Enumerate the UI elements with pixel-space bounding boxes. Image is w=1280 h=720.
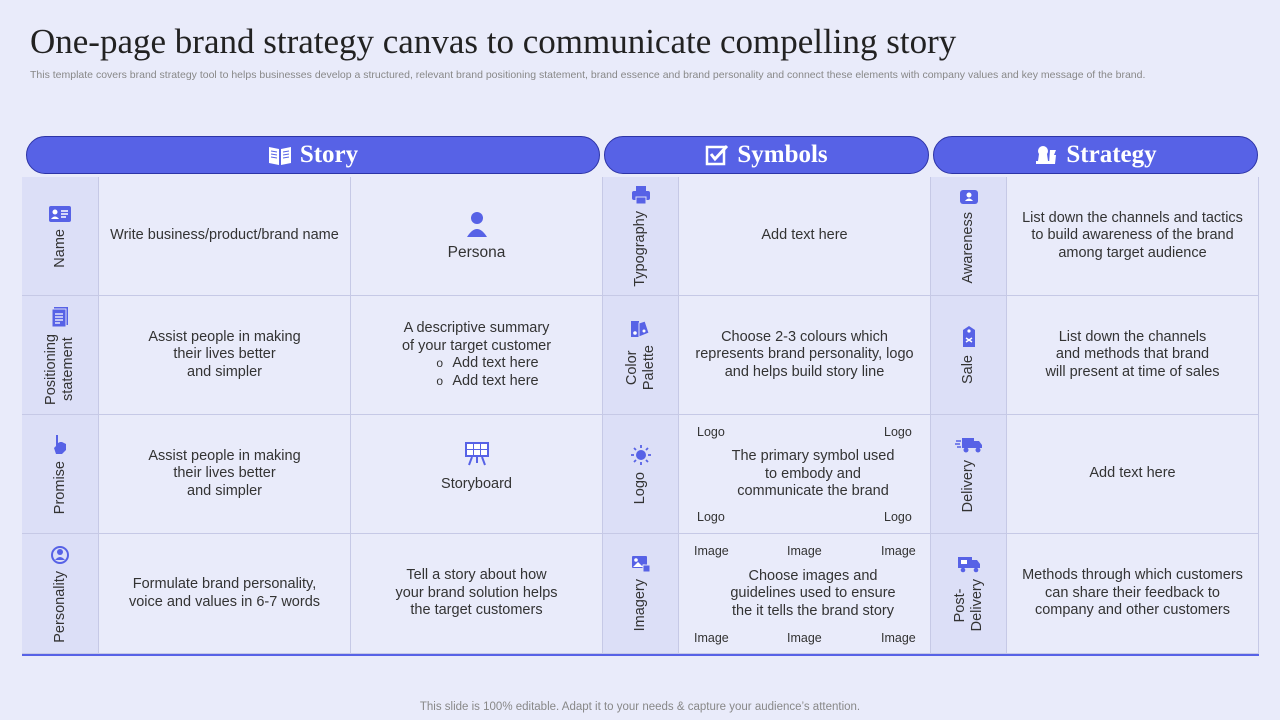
tag-icon	[962, 326, 975, 348]
hand-icon	[54, 435, 66, 455]
delivery-van-icon	[957, 557, 980, 573]
truck-icon	[954, 437, 982, 453]
imagery-cell: Image Image Image Choose images and guid…	[679, 534, 931, 654]
story-header: Story	[26, 136, 600, 174]
positioning-label: Positioning statement	[43, 333, 76, 405]
document-icon	[51, 306, 68, 328]
name-label: Name	[51, 228, 68, 268]
logo-corner-br: Logo	[884, 510, 912, 524]
target-customer-cell: A descriptive summary of your target cus…	[351, 296, 603, 415]
image-label-top-1: Image	[694, 544, 729, 558]
typography-text: Add text here	[679, 177, 931, 296]
imagery-label: Imagery	[632, 579, 648, 632]
promise-text: Assist people in making their lives bett…	[99, 415, 351, 534]
page-title: One-page brand strategy canvas to commun…	[30, 22, 957, 61]
persona-cell: Persona	[351, 177, 603, 296]
symbols-label-typography: Typography	[603, 177, 679, 296]
image-label-bottom-3: Image	[881, 631, 916, 645]
image-icon	[631, 556, 650, 573]
logo-corner-bl: Logo	[697, 510, 725, 524]
personality-text: Formulate brand personality, voice and v…	[99, 534, 351, 654]
logo-cell: Logo Logo The primary symbol used to emb…	[679, 415, 931, 534]
story-label-personality: Personality	[22, 534, 99, 654]
symbols-header: Symbols	[604, 136, 929, 174]
table-bottom-rule	[22, 654, 1259, 656]
typography-label: Typography	[632, 211, 648, 287]
logo-label: Logo	[632, 471, 648, 505]
footer-note: This slide is 100% editable. Adapt it to…	[419, 701, 861, 713]
logo-corner-tl: Logo	[697, 425, 725, 439]
story-tell-text: Tell a story about how your brand soluti…	[351, 534, 603, 654]
storyboard-icon	[464, 442, 489, 466]
logo-text: The primary symbol used to embody and co…	[731, 448, 895, 500]
color-palette-text: Choose 2-3 colours which represents bran…	[679, 296, 931, 415]
story-label-name: Name	[22, 177, 99, 296]
id-card-icon	[49, 205, 71, 222]
strategy-header-label: Strategy	[1066, 141, 1157, 168]
storyboard-cell: Storyboard	[351, 415, 603, 534]
awareness-text: List down the channels and tactics to bu…	[1007, 177, 1259, 296]
sale-label: Sale	[960, 355, 976, 385]
checkbox-icon	[706, 144, 729, 166]
symbols-label-logo: Logo	[603, 415, 679, 534]
target-customer-bullets: Add text here Add text here	[414, 355, 538, 390]
person-icon	[466, 212, 487, 238]
positioning-text: Assist people in making their lives bett…	[99, 296, 351, 415]
strategy-label-awareness: Awareness	[931, 177, 1007, 296]
awareness-label: Awareness	[960, 212, 976, 284]
image-label-top-3: Image	[881, 544, 916, 558]
personality-icon	[51, 545, 69, 564]
printer-icon	[631, 186, 650, 205]
post-delivery-label: Post- Delivery	[951, 579, 985, 632]
delivery-label: Delivery	[960, 459, 976, 513]
personality-label: Personality	[51, 570, 68, 643]
delivery-text: Add text here	[1007, 415, 1259, 534]
story-label-promise: Promise	[22, 415, 99, 534]
post-delivery-text: Methods through which customers can shar…	[1007, 534, 1259, 654]
strategy-label-sale: Sale	[931, 296, 1007, 415]
symbols-label-imagery: Imagery	[603, 534, 679, 654]
persona-text: Persona	[447, 244, 506, 262]
logo-corner-tr: Logo	[884, 425, 912, 439]
palette-icon	[630, 320, 650, 339]
image-label-bottom-1: Image	[694, 631, 729, 645]
story-header-label: Story	[299, 141, 359, 168]
chess-strategy-icon	[1036, 146, 1057, 164]
image-label-bottom-2: Image	[787, 631, 822, 645]
sale-text: List down the channels and methods that …	[1007, 296, 1259, 415]
awareness-icon	[959, 190, 978, 205]
symbols-label-color-palette: Color Palette	[603, 296, 679, 415]
bullet-item: Add text here	[414, 355, 538, 373]
imagery-text: Choose images and guidelines used to ens…	[730, 567, 896, 619]
sun-icon	[630, 444, 651, 465]
storyboard-text: Storyboard	[441, 476, 512, 493]
book-icon	[268, 147, 291, 165]
image-label-top-2: Image	[787, 544, 822, 558]
strategy-header: Strategy	[933, 136, 1258, 174]
name-text: Write business/product/brand name	[99, 177, 351, 296]
promise-label: Promise	[51, 461, 68, 515]
bullet-item: Add text here	[414, 373, 538, 391]
strategy-label-delivery: Delivery	[931, 415, 1007, 534]
target-customer-intro: A descriptive summary of your target cus…	[401, 320, 552, 354]
symbols-header-label: Symbols	[737, 141, 828, 168]
strategy-label-post-delivery: Post- Delivery	[931, 534, 1007, 654]
color-palette-label: Color Palette	[623, 345, 657, 391]
story-label-positioning: Positioning statement	[22, 296, 99, 415]
page-description: This template covers brand strategy tool…	[30, 69, 1146, 81]
